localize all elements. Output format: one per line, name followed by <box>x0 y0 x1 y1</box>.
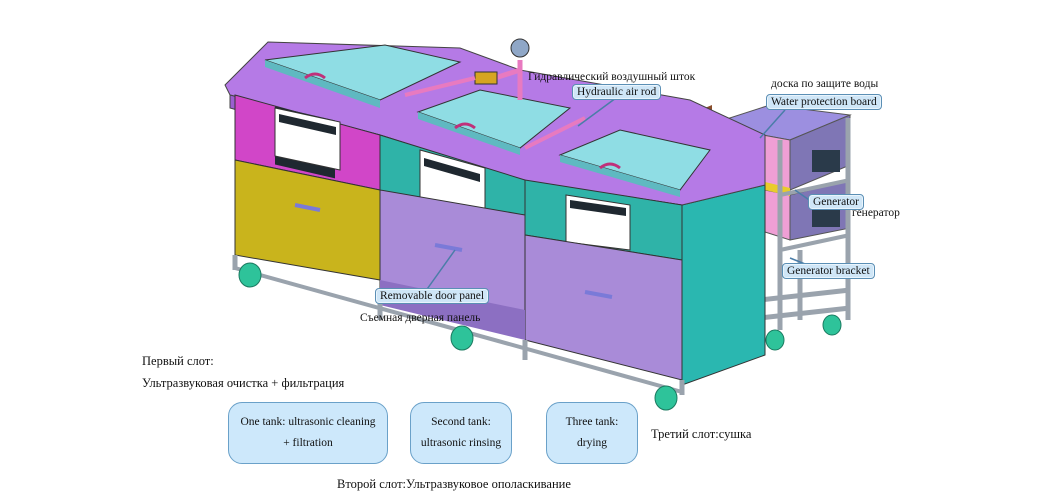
first-slot-title: Первый слот: <box>142 354 214 368</box>
generator-callout: Generator <box>808 194 864 210</box>
third-slot-label: Третий слот:сушка <box>651 427 752 441</box>
door-panel-callout: Removable door panel <box>375 288 490 304</box>
door-panel-label-ru: Съемная дверная панель <box>360 312 481 324</box>
tank-two: Second tank: ultrasonic rinsing <box>410 402 512 464</box>
frame-and-wheels <box>232 255 685 411</box>
hydraulic-rod <box>404 38 586 150</box>
tank-one-line1: One tank: ultrasonic cleaning <box>240 416 376 428</box>
water-board-callout: Water protection board <box>766 94 882 110</box>
generator-label-ru: генератор <box>852 207 900 219</box>
tank-two-line1: Second tank: <box>431 416 491 428</box>
tank-three-line2: drying <box>576 437 608 449</box>
hydraulic-label-ru: Гидравлический воздушный шток <box>528 71 696 83</box>
end-panel <box>681 184 766 386</box>
lids <box>264 44 711 197</box>
tank-one: One tank: ultrasonic cleaning + filtrati… <box>228 402 388 464</box>
water-board-label-ru: доска по защите воды <box>771 78 879 90</box>
first-slot-desc: Ультразвуковая очистка + фильтрация <box>142 376 345 390</box>
tank-two-line2: ultrasonic rinsing <box>420 437 502 449</box>
tank-three-line1: Three tank: <box>565 416 619 428</box>
second-slot-label: Второй слот:Ультразвуковое ополаскивание <box>337 477 571 491</box>
tank-three: Three tank: drying <box>546 402 638 464</box>
hydraulic-callout: Hydraulic air rod <box>572 84 662 100</box>
tank-one-line2: + filtration <box>283 437 333 449</box>
generator-bracket-callout: Generator bracket <box>782 263 875 279</box>
upper-panels <box>234 94 683 261</box>
